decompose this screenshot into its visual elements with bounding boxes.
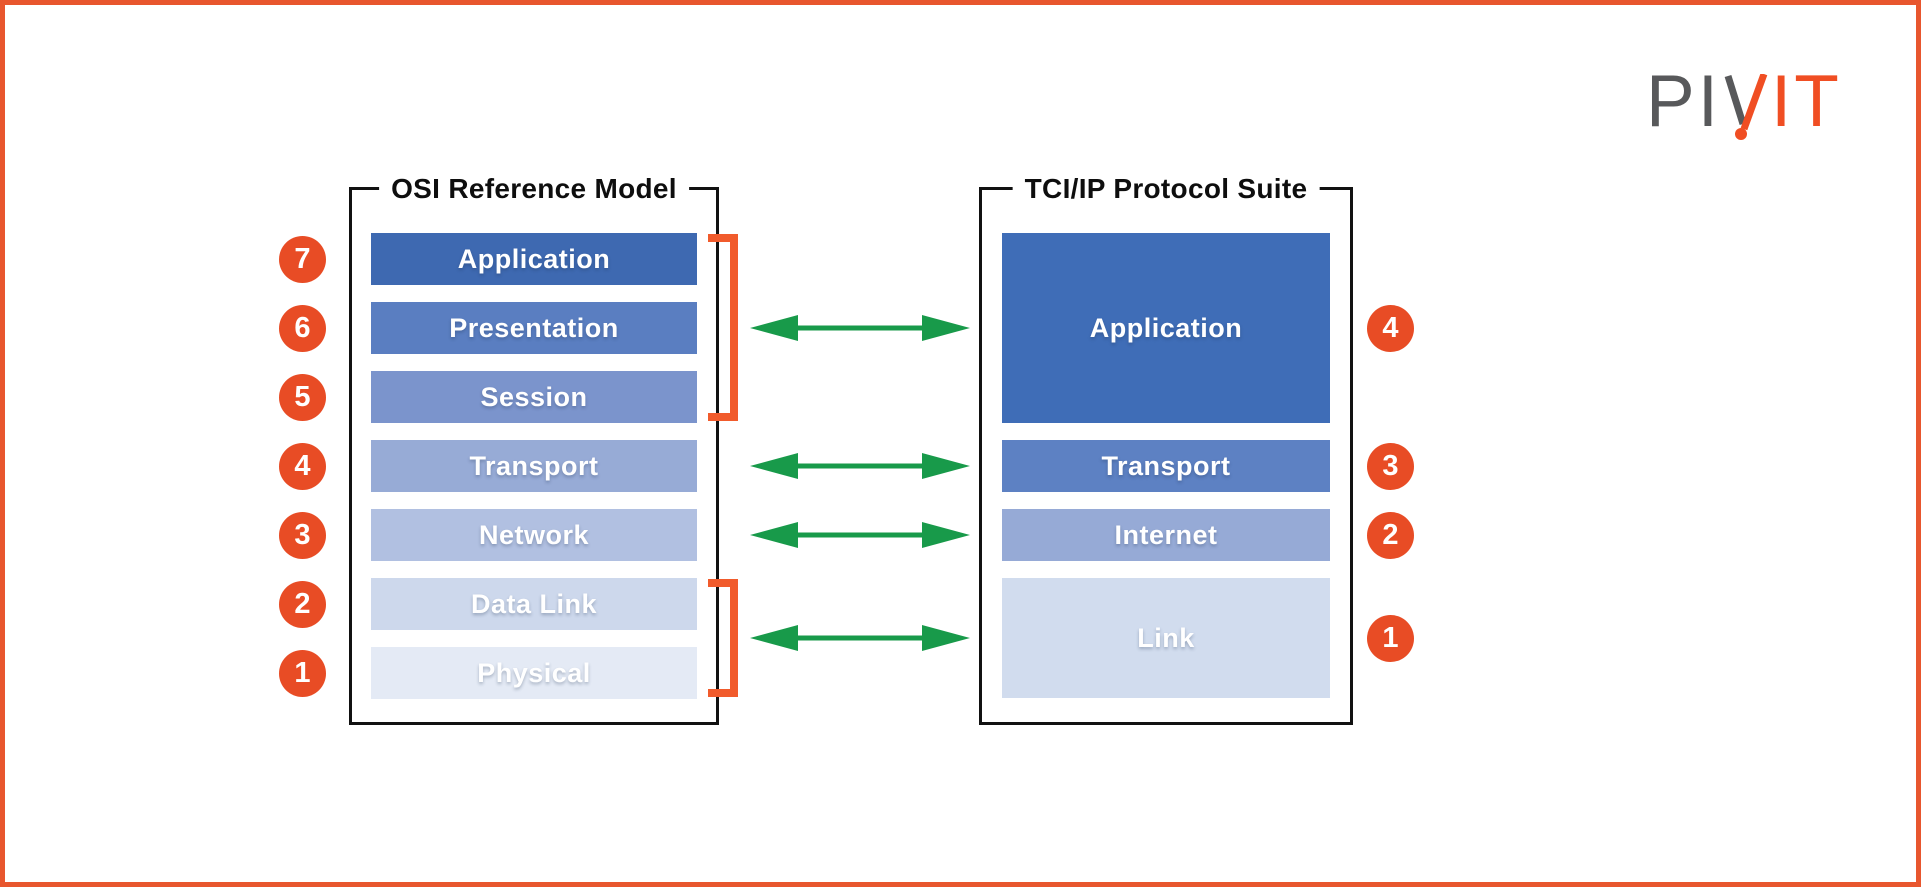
osi-layer3-number: 3 — [294, 519, 311, 551]
tcpip-layer4-badge: 4 — [1367, 305, 1414, 352]
osi-layer4-badge: 4 — [279, 443, 326, 490]
logo-text-pi: PI — [1646, 61, 1721, 142]
osi-title: OSI Reference Model — [379, 170, 689, 207]
osi-layer7-badge: 7 — [279, 236, 326, 283]
osi-layer6-number: 6 — [294, 312, 311, 344]
osi-layer-physical-label: Physical — [477, 657, 591, 688]
tcpip-layer-internet: Internet — [1002, 509, 1330, 561]
osi-layer-network: Network — [371, 509, 697, 561]
logo-v-right-stroke — [1740, 74, 1768, 131]
tcpip-layer-application-label: Application — [1089, 312, 1243, 343]
osi-layer-datalink-label: Data Link — [470, 588, 598, 619]
osi-layer-transport-label: Transport — [469, 450, 599, 481]
osi-layer2-badge: 2 — [279, 581, 326, 628]
tcpip-layer-link: Link — [1002, 578, 1330, 698]
osi-layer-physical: Physical — [371, 647, 697, 699]
tcpip-layer2-number: 2 — [1382, 519, 1399, 551]
osi-layer-session: Session — [371, 371, 697, 423]
osi-lower-layers-bracket — [708, 579, 738, 697]
double-arrow-icon — [750, 522, 970, 548]
osi-layer5-number: 5 — [294, 381, 311, 413]
osi-layer-network-label: Network — [478, 519, 590, 550]
tcpip-layer1-badge: 1 — [1367, 615, 1414, 662]
tcpip-layer-transport: Transport — [1002, 440, 1330, 492]
pivit-logo: PI IT — [1646, 65, 1842, 140]
tcpip-layer-internet-label: Internet — [1114, 519, 1218, 550]
osi-layer5-badge: 5 — [279, 374, 326, 421]
logo-v-left-stroke — [1724, 74, 1747, 126]
osi-layer1-number: 1 — [294, 657, 311, 689]
tcpip-layer-transport-label: Transport — [1101, 450, 1231, 481]
osi-layer-session-label: Session — [480, 381, 588, 412]
bidirectional-arrow-link — [750, 623, 970, 653]
osi-layer-transport: Transport — [371, 440, 697, 492]
bidirectional-arrow-application — [750, 313, 970, 343]
osi-layer-application: Application — [371, 233, 697, 285]
osi-layer6-badge: 6 — [279, 305, 326, 352]
osi-layer4-number: 4 — [294, 450, 311, 482]
tcpip-layer-application: Application — [1002, 233, 1330, 423]
osi-layer7-number: 7 — [294, 243, 311, 275]
osi-layer-presentation: Presentation — [371, 302, 697, 354]
tcpip-layer-link-label: Link — [1137, 622, 1195, 653]
bidirectional-arrow-transport — [750, 451, 970, 481]
osi-layer-presentation-label: Presentation — [449, 312, 619, 343]
osi-layer3-badge: 3 — [279, 512, 326, 559]
osi-layer1-badge: 1 — [279, 650, 326, 697]
logo-v-graphic — [1724, 74, 1768, 140]
logo-exclamation-dot — [1734, 128, 1747, 140]
tcpip-layer3-number: 3 — [1382, 450, 1399, 482]
osi-upper-layers-bracket — [708, 234, 738, 421]
logo-text-it: IT — [1770, 61, 1842, 142]
tcpip-layer4-number: 4 — [1382, 312, 1399, 344]
osi-layer-application-label: Application — [457, 243, 611, 274]
tcpip-layer1-number: 1 — [1382, 622, 1399, 654]
osi-layer2-number: 2 — [294, 588, 311, 620]
tcpip-layer2-badge: 2 — [1367, 512, 1414, 559]
double-arrow-icon — [750, 315, 970, 341]
double-arrow-icon — [750, 625, 970, 651]
logo-v-exclamation-icon — [1723, 74, 1769, 140]
osi-layer-datalink: Data Link — [371, 578, 697, 630]
bidirectional-arrow-network-internet — [750, 520, 970, 550]
tcpip-layer3-badge: 3 — [1367, 443, 1414, 490]
tcpip-title: TCI/IP Protocol Suite — [1012, 170, 1320, 207]
double-arrow-icon — [750, 453, 970, 479]
